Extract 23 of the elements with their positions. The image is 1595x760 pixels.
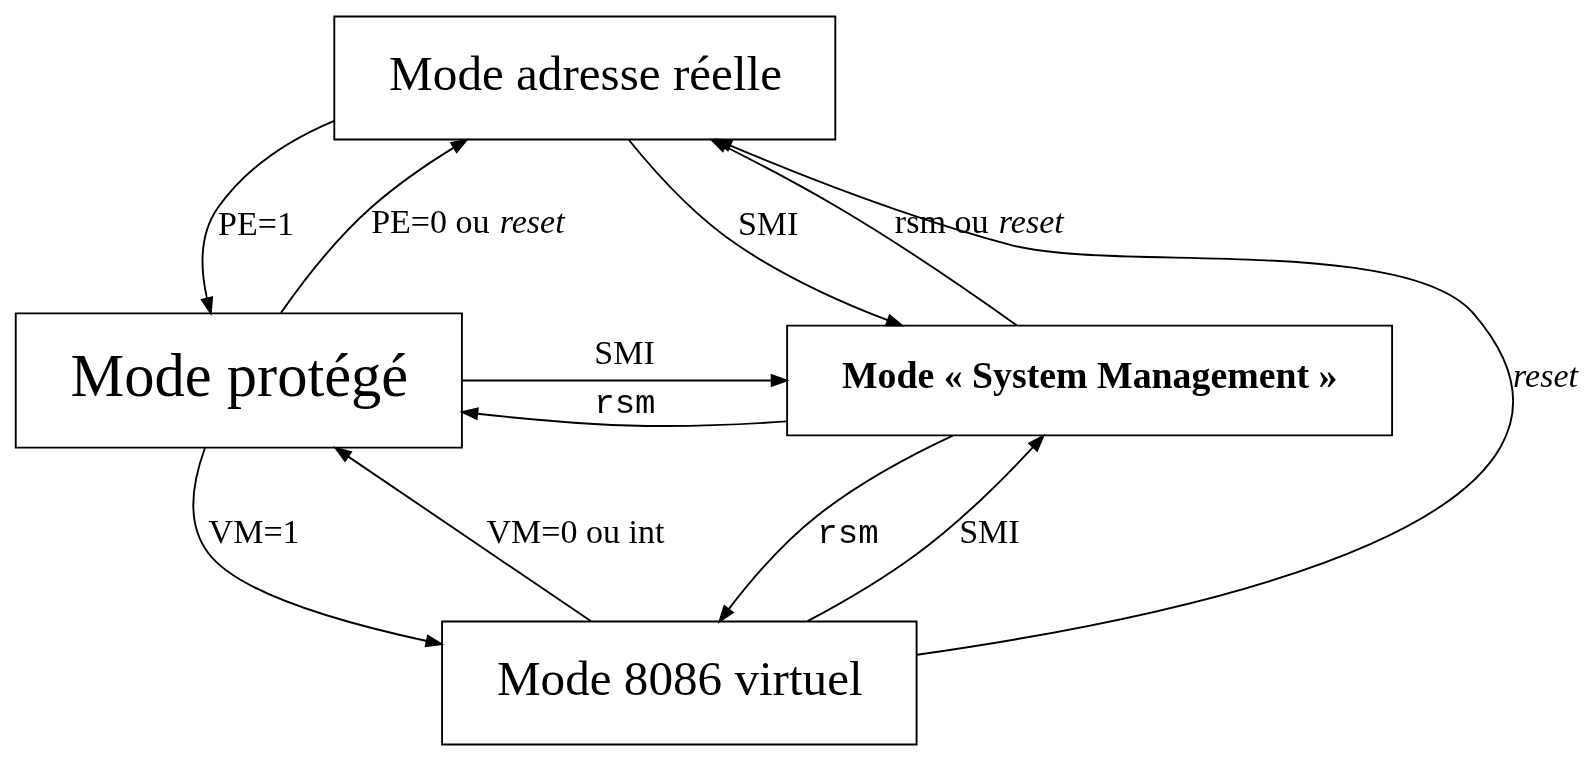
edge-label: SMI bbox=[959, 512, 1020, 550]
edge-label: SMI bbox=[594, 333, 655, 371]
edge-label: rsm bbox=[817, 514, 879, 553]
edge-label: PE=1 bbox=[218, 204, 294, 242]
node-box: Mode adresse réelle bbox=[333, 15, 837, 140]
node-box: Mode « System Management » bbox=[786, 324, 1394, 436]
arrow bbox=[200, 119, 336, 316]
edge-label: rsm bbox=[594, 384, 656, 423]
node-box: Mode 8086 virtuel bbox=[441, 620, 918, 745]
edge-label: VM=0 ou int bbox=[486, 512, 665, 550]
edge-label: PE=0 ou reset bbox=[371, 202, 565, 240]
arrow bbox=[192, 446, 445, 647]
arrow bbox=[459, 406, 788, 427]
arrow bbox=[461, 373, 790, 387]
edge-label: VM=1 bbox=[208, 512, 300, 550]
arrow bbox=[333, 445, 593, 622]
node-box: Mode protégé bbox=[14, 311, 463, 449]
arrow bbox=[806, 433, 1046, 622]
arrow bbox=[717, 434, 954, 624]
edge-label: rsm ou reset bbox=[894, 202, 1064, 240]
edge-label: SMI bbox=[737, 204, 799, 242]
arrow bbox=[279, 137, 470, 314]
edge-label: reset bbox=[1513, 356, 1578, 394]
